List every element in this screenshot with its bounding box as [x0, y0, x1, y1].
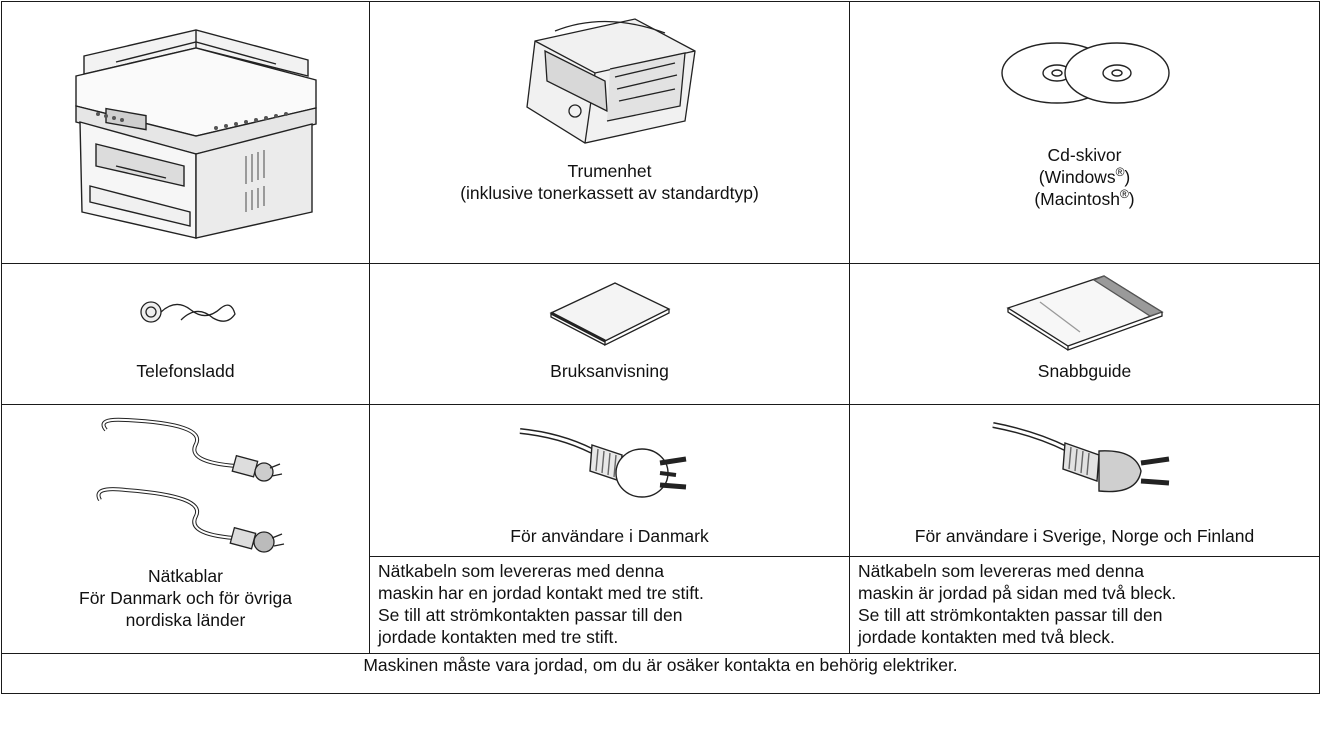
- danish-plug-icon: [370, 405, 849, 525]
- cell-machine: [1, 1, 370, 264]
- denmark-note-line: Nätkabeln som levereras med denna: [378, 561, 664, 581]
- nordic-note-line: Se till att strömkontakten passar till d…: [858, 605, 1163, 625]
- power-cords-label-line3: nordiska länder: [125, 610, 246, 630]
- nordic-note-line: Nätkabeln som levereras med denna: [858, 561, 1144, 581]
- cell-power-cords: Nätkablar För Danmark och för övriga nor…: [1, 404, 370, 654]
- denmark-label: För användare i Danmark: [510, 526, 709, 546]
- quick-guide-icon: [850, 264, 1319, 360]
- drum-label-line1: Trumenhet: [567, 161, 652, 181]
- user-guide-label: Bruksanvisning: [550, 361, 669, 381]
- multifunction-printer-icon: [2, 2, 369, 260]
- denmark-note-line: jordade kontakten med tre stift.: [378, 627, 619, 647]
- nordic-note-line: jordade kontakten med två bleck.: [858, 627, 1115, 647]
- phone-cord-label: Telefonsladd: [136, 361, 235, 381]
- cds-label-line1: Cd-skivor: [1047, 145, 1122, 165]
- drum-unit-icon: [370, 2, 849, 160]
- grounding-warning-text: Maskinen måste vara jordad, om du är osä…: [363, 655, 958, 675]
- cds-label-macintosh: (Macintosh®): [1034, 187, 1135, 209]
- power-cords-label-line2: För Danmark och för övriga: [79, 588, 292, 608]
- drum-label-line2: (inklusive tonerkassett av standardtyp): [460, 183, 759, 203]
- telephone-cord-icon: [2, 264, 369, 360]
- denmark-note-line: maskin har en jordad kontakt med tre sti…: [378, 583, 704, 603]
- schuko-plug-icon: [850, 405, 1319, 525]
- cds-label-windows: (Windows®): [1038, 165, 1131, 187]
- grounding-warning: Maskinen måste vara jordad, om du är osä…: [1, 653, 1320, 694]
- cell-quick-guide: Snabbguide: [849, 263, 1320, 405]
- nordic-note: Nätkabeln som levereras med denna maskin…: [849, 556, 1320, 654]
- quick-guide-label: Snabbguide: [1037, 361, 1132, 381]
- nordic-label: För användare i Sverige, Norge och Finla…: [914, 526, 1255, 546]
- cell-drum: Trumenhet (inklusive tonerkassett av sta…: [369, 1, 850, 264]
- booklet-icon: [370, 264, 849, 360]
- power-cords-icon: [2, 405, 369, 565]
- denmark-note-line: Se till att strömkontakten passar till d…: [378, 605, 683, 625]
- power-cords-label-line1: Nätkablar: [148, 566, 223, 586]
- box-contents-table: Trumenhet (inklusive tonerkassett av sta…: [1, 1, 1320, 694]
- denmark-note: Nätkabeln som levereras med denna maskin…: [369, 556, 850, 654]
- cell-user-guide: Bruksanvisning: [369, 263, 850, 405]
- nordic-note-line: maskin är jordad på sidan med två bleck.: [858, 583, 1177, 603]
- cd-discs-icon: [850, 2, 1319, 144]
- cell-phone-cord: Telefonsladd: [1, 263, 370, 405]
- cell-nordic-plug: För användare i Sverige, Norge och Finla…: [849, 404, 1320, 557]
- cell-denmark-plug: För användare i Danmark: [369, 404, 850, 557]
- cell-cds: Cd-skivor (Windows®) (Macintosh®): [849, 1, 1320, 264]
